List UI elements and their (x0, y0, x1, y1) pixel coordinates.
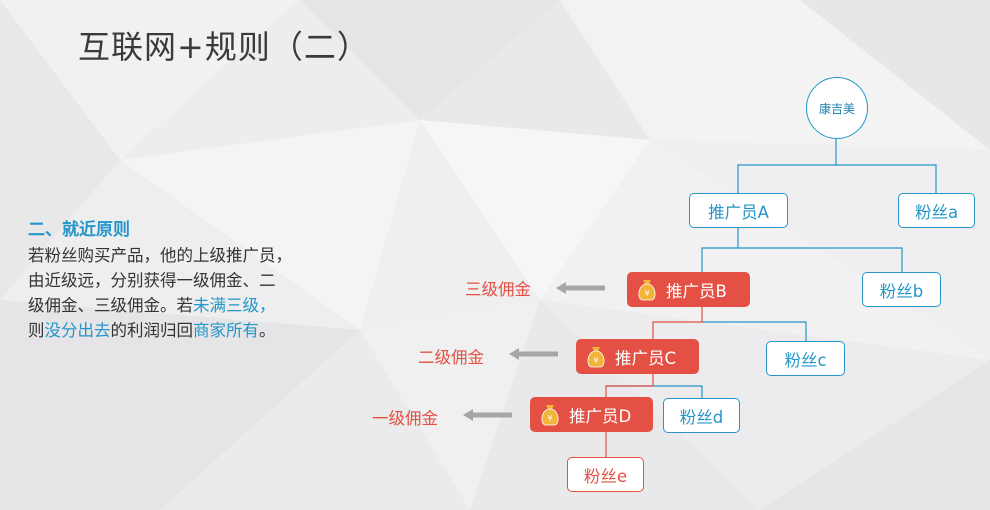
desc-line: 级佣金、三级佣金。若未满三级， (28, 293, 348, 318)
desc-line: 则没分出去的利润归回商家所有。 (28, 318, 348, 343)
money-bag-icon: ¥ (638, 279, 656, 300)
level2-commission-label: 二级佣金 (418, 348, 484, 367)
promoter-c-node: ¥ 推广员C (576, 339, 699, 374)
fan-b-node: 粉丝b (862, 272, 941, 307)
desc-text: 级佣金、三级佣金。若 (28, 296, 193, 315)
page-title: 互联网+规则（二） (78, 28, 370, 66)
desc-line: 由近级远，分别获得一级佣金、二 (28, 271, 276, 290)
level3-commission-label: 三级佣金 (465, 280, 531, 299)
promoter-a-node: 推广员A (689, 193, 788, 228)
fan-e-node: 粉丝e (567, 457, 644, 492)
money-bag-icon: ¥ (587, 346, 605, 367)
promoter-b-node: ¥ 推广员B (627, 272, 750, 307)
arrow-left-icon (463, 409, 512, 421)
svg-text:¥: ¥ (644, 289, 649, 298)
promoter-c-label: 推广员C (615, 348, 677, 368)
svg-text:¥: ¥ (547, 414, 552, 423)
section-heading: 二、就近原则 (28, 220, 130, 240)
highlight-text: 商家所有 (193, 321, 259, 340)
arrow-left-icon (509, 348, 558, 360)
money-bag-icon: ¥ (541, 404, 559, 425)
level1-commission-label: 一级佣金 (372, 409, 438, 428)
highlight-text: 没分出去 (44, 321, 111, 340)
desc-line: 若粉丝购买产品，他的上级推广员， (28, 246, 292, 265)
desc-text: 的利润归回 (110, 321, 194, 340)
fan-d-node: 粉丝d (663, 398, 740, 433)
desc-text: 则 (28, 321, 45, 340)
svg-text:¥: ¥ (593, 356, 598, 365)
highlight-text: 未满三级 (193, 296, 259, 315)
promoter-b-label: 推广员B (666, 281, 727, 301)
fan-c-node: 粉丝c (766, 341, 845, 376)
rule-description: 二、就近原则 若粉丝购买产品，他的上级推广员， 由近级远，分别获得一级佣金、二 … (28, 218, 348, 343)
desc-text: 。 (259, 321, 276, 340)
promoter-d-label: 推广员D (569, 406, 632, 426)
arrow-left-icon (556, 282, 605, 294)
root-company-node: 康吉美 (806, 77, 868, 139)
fan-a-node: 粉丝a (898, 193, 975, 228)
promoter-d-node: ¥ 推广员D (530, 397, 653, 432)
desc-text: ， (259, 296, 276, 315)
